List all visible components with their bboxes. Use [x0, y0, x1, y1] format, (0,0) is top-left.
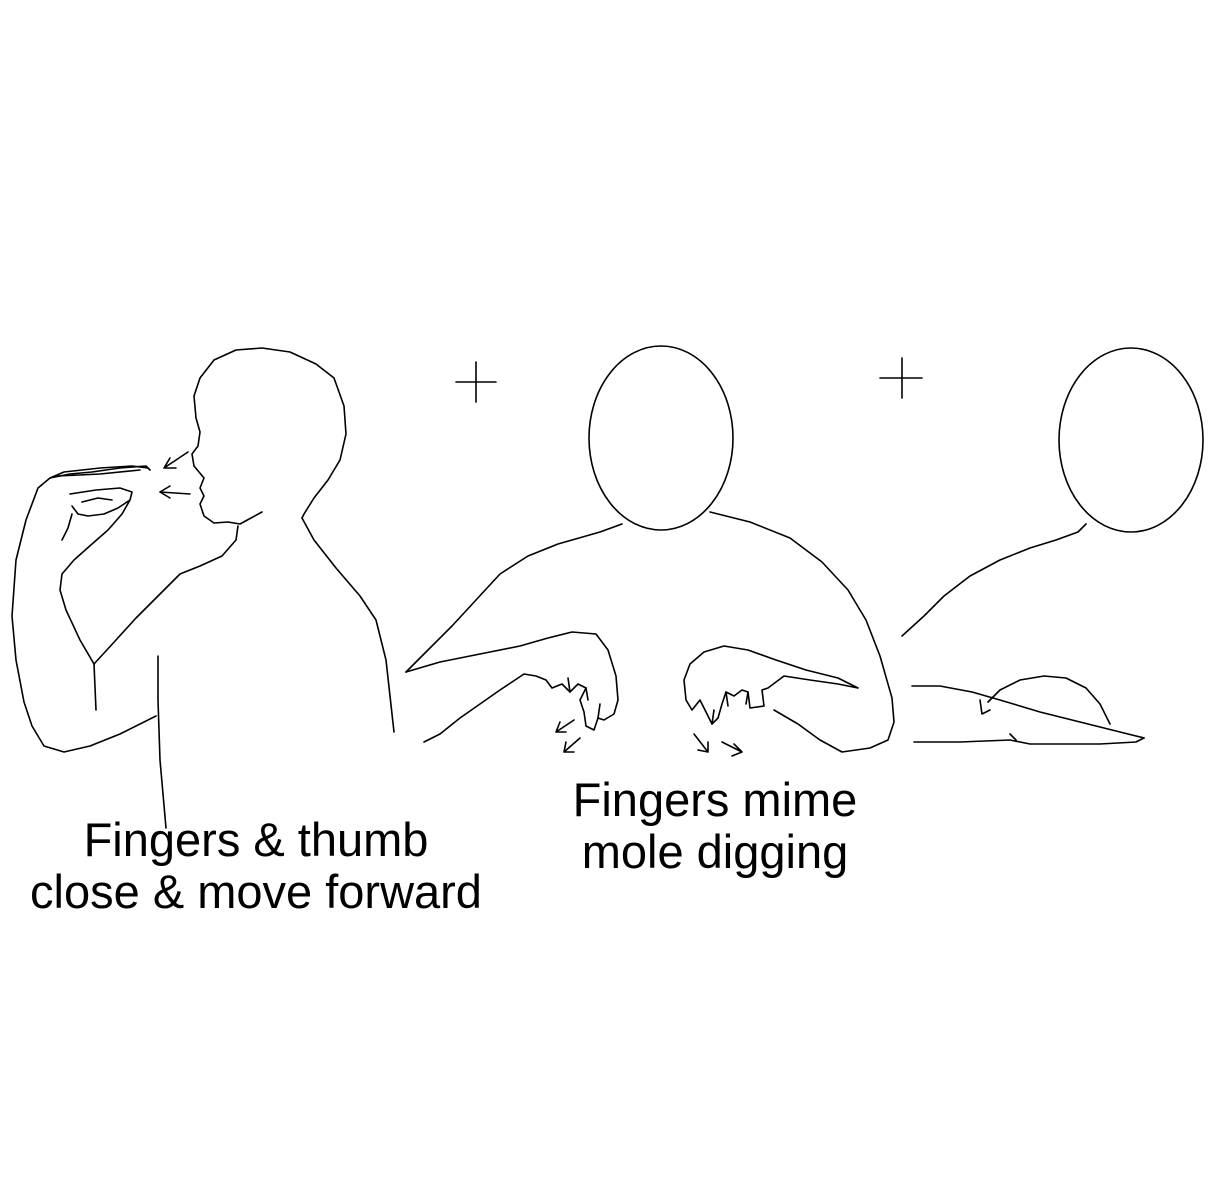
front-head	[588, 345, 734, 531]
caption-line: close & move forward	[30, 865, 482, 918]
front-shoulders	[405, 523, 623, 673]
final-forearm-top	[911, 685, 1145, 739]
profile-chin-neck	[93, 525, 239, 665]
front-right-arm	[683, 645, 859, 725]
caption-line: Fingers & thumb	[83, 813, 429, 866]
caption-line: mole digging	[581, 825, 849, 878]
front-right-hand-detail	[711, 691, 749, 725]
profile-head	[191, 347, 347, 525]
final-hand-dome	[987, 675, 1111, 725]
plus-marker-icon	[455, 361, 497, 403]
profile-hand-fingers	[49, 465, 149, 665]
arrow-icon	[555, 719, 743, 757]
profile-torso-line	[157, 655, 167, 829]
plus-marker-icon	[879, 357, 923, 399]
arrow-icon	[159, 451, 191, 499]
caption-line: Fingers mime	[572, 773, 858, 826]
figure-front	[405, 345, 895, 757]
caption-front-sign: Fingers mime mole digging	[540, 774, 890, 878]
front-left-hand-detail	[567, 677, 601, 719]
final-head	[1058, 347, 1204, 533]
profile-neck-back	[301, 517, 395, 733]
caption-profile-sign: Fingers & thumb close & move forward	[0, 814, 512, 918]
final-forearm-bottom	[913, 737, 1145, 745]
front-shoulders-right	[709, 511, 895, 753]
profile-elbow	[11, 465, 157, 753]
final-hand-thumb	[979, 699, 1017, 741]
final-shoulder	[901, 523, 1087, 637]
front-left-arm	[405, 631, 619, 743]
figure-final	[901, 347, 1204, 745]
figure-profile	[11, 347, 395, 829]
profile-upper-arm	[93, 663, 97, 711]
